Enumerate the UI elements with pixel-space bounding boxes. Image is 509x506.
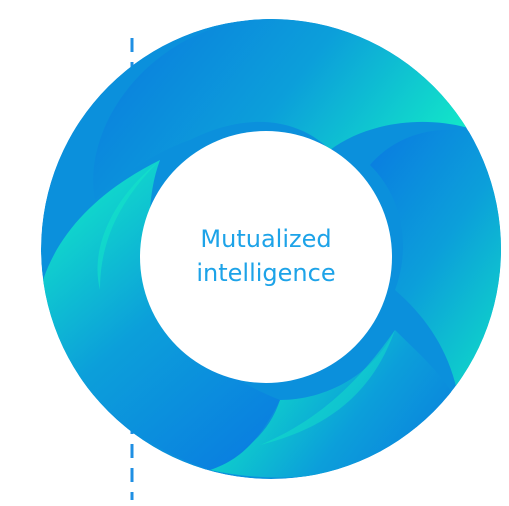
center-label-line-1: Mutualized bbox=[200, 225, 332, 253]
center-hole bbox=[140, 131, 392, 383]
swirl-segment-bottom bbox=[210, 330, 460, 478]
center-label-line-2: intelligence bbox=[196, 259, 336, 287]
center-label: Mutualized intelligence bbox=[158, 208, 374, 304]
swirl-segment-right bbox=[370, 129, 501, 410]
swirl-segment-top bbox=[93, 19, 501, 200]
swirl-highlight-left bbox=[97, 160, 160, 290]
